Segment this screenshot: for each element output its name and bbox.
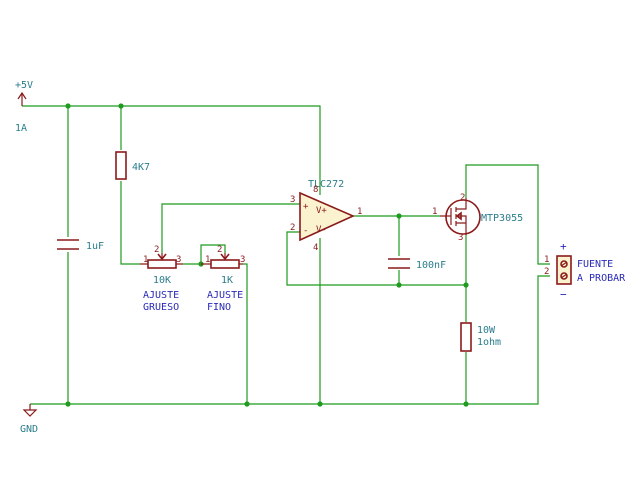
mosfet-pin-d: 2 [460,193,465,203]
resistor-load-value-1: 10W [477,325,496,336]
connector-pin2: 2 [544,267,549,277]
capacitor-100nf: 100nF [388,258,446,271]
gnd-symbol: GND [20,404,38,435]
resistor-4k7-value: 4K7 [132,162,150,173]
opamp-pin-out-num: 1 [357,207,362,217]
pot-coarse-label-2: GRUESO [143,302,179,313]
junction-dot [317,401,323,407]
wire-fine-to-gnd [243,263,248,404]
wire-vcc-rail [22,105,321,195]
resistor-4k7: 4K7 [115,151,150,180]
pot-fine-pin1: 1 [205,255,210,265]
opamp-tlc272: TLC272 3 2 1 8 4 + - V+ V- [290,179,362,253]
pot-coarse-pin2: 2 [154,245,159,255]
mosfet-pin-s: 3 [458,233,463,243]
pot-fine-label-1: AJUSTE [207,290,243,301]
junction-dot [65,103,71,109]
junctions [65,103,469,407]
gnd-label: GND [20,424,38,435]
opamp-pin-minus-num: 2 [290,223,295,233]
wire-plus-input [161,203,300,253]
wires [22,105,550,405]
opamp-vplus-sign: V+ [316,206,327,216]
opamp-pin-plus-num: 3 [290,195,295,205]
pot-fine-value: 1K [221,275,233,286]
mosfet-mtp3055: 1 2 3 MTP3055 [432,193,523,243]
junction-dot [118,103,124,109]
wire-fine-wiper [200,244,226,264]
wire-4k7 [120,106,140,265]
capacitor-1uf: 1uF [57,239,104,252]
opamp-minus-sign: - [303,226,308,236]
opamp-value: TLC272 [308,179,344,190]
connector-plus: + [560,240,567,253]
vcc-symbol: +5V 1A [15,80,33,134]
pot-fine-label-2: FINO [207,302,231,313]
pot-fine-pin2: 2 [217,245,222,255]
junction-dot [396,282,402,288]
opamp-pin-vplus-num: 8 [313,185,318,195]
junction-dot [244,401,250,407]
opamp-vminus-sign: V- [316,225,327,235]
connector-label-1: FUENTE [577,259,613,270]
wire-gnd-rail [30,275,550,405]
junction-dot [396,213,402,219]
opamp-pin-vminus-num: 4 [313,243,318,253]
potentiometer-coarse: 1 2 3 10K AJUSTE GRUESO [140,245,183,313]
vcc-current-label: 1A [15,123,27,134]
resistor-load-value-2: 1ohm [477,337,501,348]
junction-dot [463,401,469,407]
connector-pin1: 1 [544,255,549,265]
mosfet-value: MTP3055 [481,213,523,224]
mosfet-pin-g: 1 [432,207,437,217]
pot-coarse-pin1: 1 [143,255,148,265]
junction-dot [65,401,71,407]
connector-label-2: A PROBAR [577,273,626,284]
junction-dot [463,282,469,288]
connector-fuente: 1 2 + − FUENTE A PROBAR [544,240,626,301]
pot-coarse-label-1: AJUSTE [143,290,179,301]
pot-fine-pin3: 3 [240,255,245,265]
pot-coarse-value: 10K [153,275,171,286]
potentiometer-fine: 1 2 3 1K AJUSTE FINO [201,245,245,313]
connector-minus: − [560,288,567,301]
opamp-plus-sign: + [303,202,309,212]
vcc-label: +5V [15,80,33,91]
resistor-load: 10W 1ohm [460,322,501,352]
capacitor-100nf-value: 100nF [416,260,446,271]
pot-coarse-pin3: 3 [176,255,181,265]
capacitor-1uf-value: 1uF [86,241,104,252]
wire-drain [465,164,550,265]
wire-minus-feedback [286,231,466,286]
